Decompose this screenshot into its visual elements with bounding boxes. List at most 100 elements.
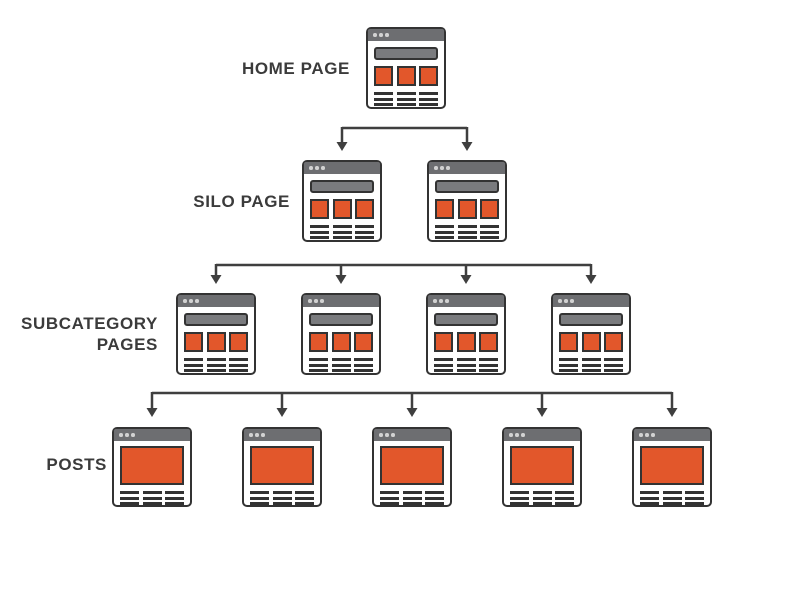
- text-lines: [435, 225, 454, 239]
- hero-image-block: [120, 446, 184, 485]
- thumbnail-block: [396, 66, 416, 86]
- text-lines: [331, 358, 351, 372]
- window-dot-icon: [125, 433, 129, 437]
- silo-page-label: SILO PAGE: [193, 192, 290, 211]
- home-page-icon: [366, 27, 446, 109]
- window-dot-icon: [558, 299, 562, 303]
- window-dot-icon: [515, 433, 519, 437]
- text-lines: [532, 491, 552, 505]
- window-dot-icon: [183, 299, 187, 303]
- text-lines: [142, 491, 162, 505]
- text-lines: [355, 225, 374, 239]
- window-dot-icon: [189, 299, 193, 303]
- text-lines: [510, 491, 529, 505]
- window-titlebar: [178, 295, 254, 307]
- window-titlebar: [303, 295, 379, 307]
- hero-image-block: [250, 446, 314, 485]
- text-lines: [295, 491, 314, 505]
- thumbnail-block: [435, 199, 454, 219]
- window-titlebar: [428, 295, 504, 307]
- thumbnail-row: [435, 199, 499, 219]
- window-dot-icon: [385, 33, 389, 37]
- window-titlebar: [304, 162, 380, 174]
- thumbnail-block: [354, 332, 373, 352]
- window-titlebar: [114, 429, 190, 441]
- text-lines-row: [510, 491, 574, 505]
- post-icon: [242, 427, 322, 507]
- text-lines: [229, 358, 248, 372]
- window-titlebar: [244, 429, 320, 441]
- text-lines-row: [250, 491, 314, 505]
- window-dot-icon: [315, 166, 319, 170]
- window-dot-icon: [379, 433, 383, 437]
- window-dot-icon: [440, 166, 444, 170]
- window-dot-icon: [249, 433, 253, 437]
- text-lines: [206, 358, 226, 372]
- text-lines: [559, 358, 578, 372]
- post-icon: [632, 427, 712, 507]
- window-dot-icon: [439, 299, 443, 303]
- text-lines-row: [120, 491, 184, 505]
- text-lines: [581, 358, 601, 372]
- window-titlebar: [553, 295, 629, 307]
- thumbnail-block: [331, 332, 351, 352]
- window-dot-icon: [445, 299, 449, 303]
- hero-image-block: [640, 446, 704, 485]
- text-lines-row: [559, 358, 623, 372]
- subcategory-page-icon: [426, 293, 506, 375]
- subcategory-pages-label: SUBCATEGORY PAGES: [21, 314, 158, 354]
- post-icon: [112, 427, 192, 507]
- text-lines: [662, 491, 682, 505]
- nav-bar: [435, 180, 499, 193]
- text-lines-row: [184, 358, 248, 372]
- thumbnail-block: [457, 199, 477, 219]
- text-lines: [396, 92, 416, 106]
- text-lines: [685, 491, 704, 505]
- window-dot-icon: [564, 299, 568, 303]
- text-lines: [354, 358, 373, 372]
- thumbnail-row: [310, 199, 374, 219]
- text-lines: [272, 491, 292, 505]
- subcategory-page-icon: [301, 293, 381, 375]
- nav-bar: [310, 180, 374, 193]
- text-lines: [310, 225, 329, 239]
- thumbnail-block: [332, 199, 352, 219]
- window-dot-icon: [379, 33, 383, 37]
- text-lines-row: [435, 225, 499, 239]
- text-lines: [434, 358, 453, 372]
- text-lines: [380, 491, 399, 505]
- nav-bar: [184, 313, 248, 326]
- window-dot-icon: [570, 299, 574, 303]
- window-dot-icon: [320, 299, 324, 303]
- text-lines: [480, 225, 499, 239]
- window-dot-icon: [446, 166, 450, 170]
- silo-page-icon: [427, 160, 507, 242]
- thumbnail-block: [456, 332, 476, 352]
- text-lines-row: [310, 225, 374, 239]
- text-lines: [309, 358, 328, 372]
- window-dot-icon: [119, 433, 123, 437]
- window-titlebar: [634, 429, 710, 441]
- text-lines-row: [309, 358, 373, 372]
- home-page-label: HOME PAGE: [241, 59, 350, 78]
- hero-image-block: [380, 446, 444, 485]
- window-dot-icon: [509, 433, 513, 437]
- text-lines: [456, 358, 476, 372]
- silo-page-icon: [302, 160, 382, 242]
- text-lines: [457, 225, 477, 239]
- window-dot-icon: [373, 33, 377, 37]
- thumbnail-block: [581, 332, 601, 352]
- window-titlebar: [368, 29, 444, 41]
- window-dot-icon: [385, 433, 389, 437]
- thumbnail-row: [434, 332, 498, 352]
- window-titlebar: [429, 162, 505, 174]
- text-lines-row: [640, 491, 704, 505]
- text-lines-row: [374, 92, 438, 106]
- thumbnail-row: [309, 332, 373, 352]
- window-dot-icon: [195, 299, 199, 303]
- text-lines: [640, 491, 659, 505]
